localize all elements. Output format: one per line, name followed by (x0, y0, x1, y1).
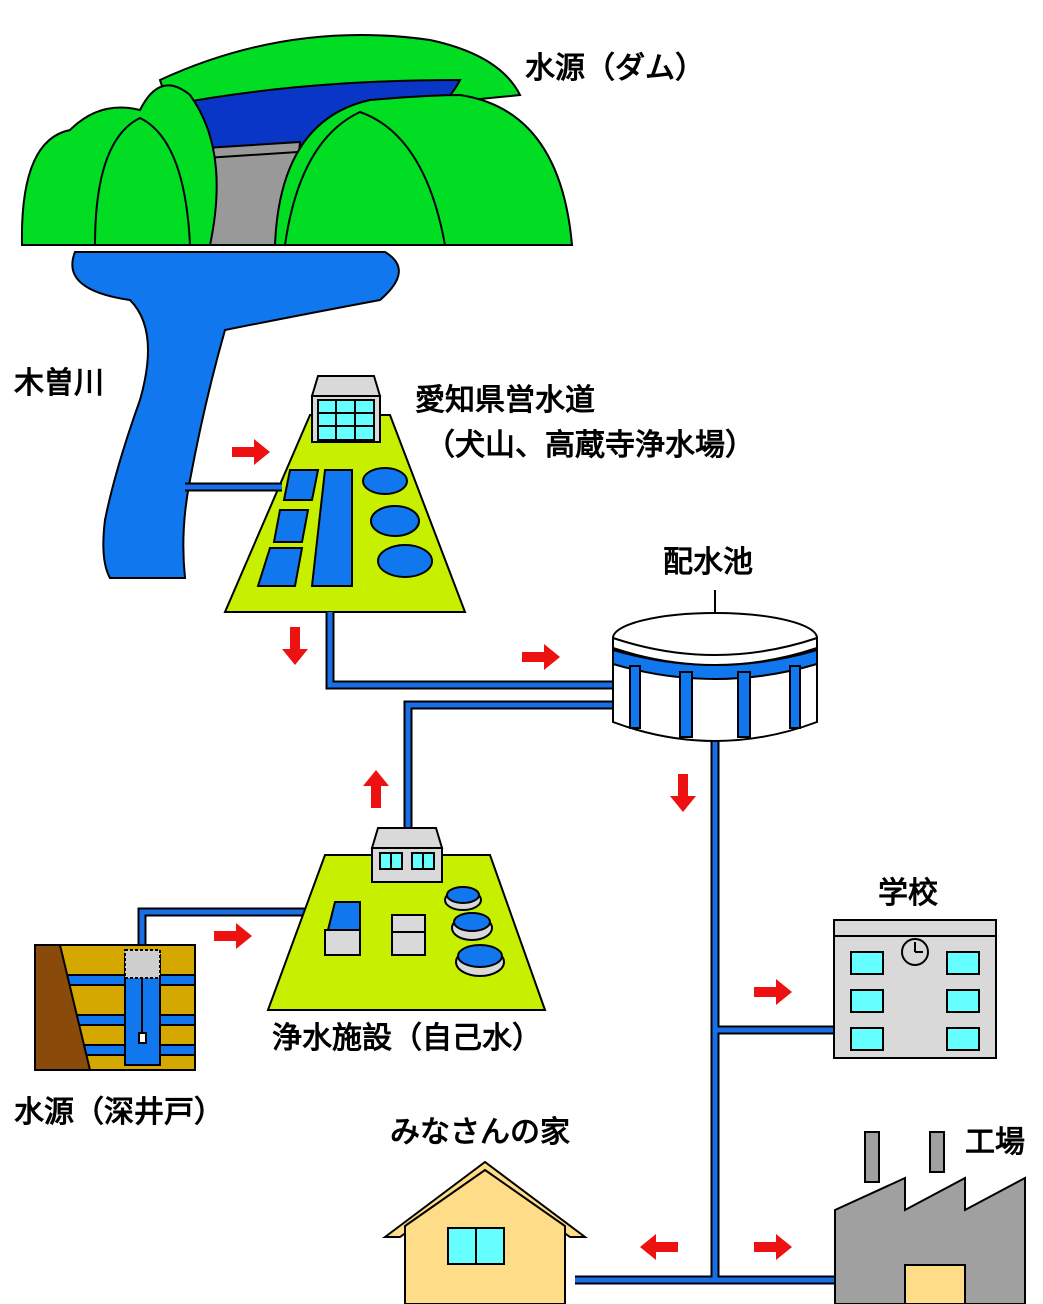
factory-door (904, 1264, 966, 1304)
arrow-icon (670, 774, 696, 812)
clock-icon (901, 938, 929, 966)
reservoir-pillar-2 (679, 671, 693, 738)
arrow-icon (522, 644, 560, 670)
settling-basin-1 (282, 469, 320, 501)
distribution-reservoir (612, 590, 818, 742)
own-plant-small-building (391, 914, 426, 956)
own-treatment-plant (266, 827, 547, 1011)
label-deep-well: 水源（深井戸） (14, 1095, 224, 1130)
prefectural-plant-windows (317, 399, 375, 441)
prefectural-plant-roof (310, 375, 382, 397)
label-factory: 工場 (965, 1125, 1025, 1160)
label-prefectural-plant-line2: （犬山、高蔵寺浄水場） (425, 428, 755, 463)
own-plant-round-tanks (444, 886, 505, 977)
factory (834, 1131, 1026, 1304)
school-window-1 (850, 951, 884, 975)
filter-channel (310, 469, 353, 587)
reservoir-pillar-1 (629, 665, 641, 729)
arrow-icon (754, 1234, 792, 1260)
school (833, 919, 997, 1059)
school-window-3 (850, 989, 884, 1013)
dam-hill-right-inner (283, 110, 447, 246)
label-own-plant: 浄水施設（自己水） (272, 1021, 542, 1056)
river (71, 251, 400, 579)
own-plant-roof (370, 827, 444, 849)
arrow-icon (232, 439, 270, 465)
dam-illustration (20, 34, 574, 246)
label-river: 木曽川 (13, 366, 104, 401)
arrow-icon (282, 627, 308, 665)
own-plant-tank-box-base (324, 929, 361, 956)
dam-wall-top (204, 151, 299, 159)
prefectural-plant (223, 375, 467, 613)
factory-chimney-1 (864, 1131, 880, 1183)
school-window-5 (850, 1027, 884, 1051)
arrow-icon (363, 770, 389, 808)
reservoir-rim (612, 636, 818, 666)
round-tank-2 (370, 505, 420, 537)
well-rock (34, 944, 92, 1071)
well-pump (124, 949, 161, 979)
school-window-2 (946, 951, 980, 975)
well-screen (138, 1032, 147, 1044)
label-homes: みなさんの家 (390, 1115, 570, 1150)
pipe-network (137, 482, 840, 1285)
dam-hill-left-inner (93, 116, 192, 246)
reservoir-pillar-4 (789, 665, 801, 729)
deep-well (34, 944, 196, 1071)
round-tank-3 (377, 544, 433, 578)
label-reservoir: 配水池 (663, 545, 753, 580)
arrow-icon (214, 923, 252, 949)
settling-basin-3 (256, 547, 304, 587)
reservoir-pillar-3 (737, 671, 751, 738)
factory-chimney-2 (929, 1131, 945, 1173)
arrow-icon (754, 979, 792, 1005)
school-window-4 (946, 989, 980, 1013)
label-dam: 水源（ダム） (525, 51, 705, 86)
label-school: 学校 (878, 876, 938, 911)
round-tank-1 (362, 467, 408, 495)
house (382, 1160, 588, 1304)
school-window-6 (946, 1027, 980, 1051)
factory-body (834, 1176, 1026, 1304)
settling-basin-2 (272, 509, 310, 543)
label-prefectural-plant-line1: 愛知県営水道 (415, 383, 595, 418)
arrow-icon (640, 1234, 678, 1260)
school-roof (833, 919, 997, 937)
